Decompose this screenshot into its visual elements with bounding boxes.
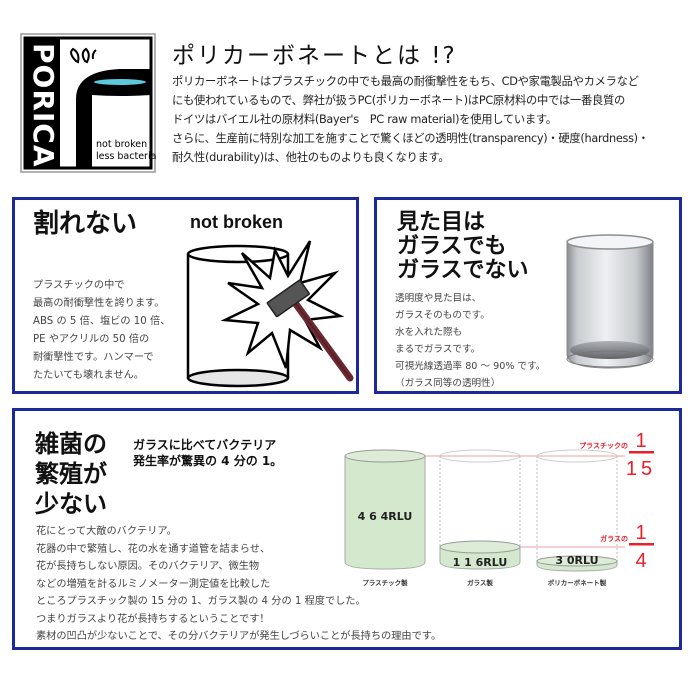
text-line: 花にとって大敵のバクテリア。 bbox=[36, 526, 177, 537]
feature-description: 透明度や見た目は、 ガラスそのものです。 水を入れた際も まるでガラスです。 可… bbox=[395, 290, 545, 392]
bar-category-label: ポリカーボネート製 bbox=[548, 578, 607, 587]
feature-description: プラスチックの中で 最高の耐衝撃性を誇ります。 ABS の 5 倍、塩ビの 10… bbox=[33, 277, 170, 385]
text-line: （ガラス同等の透明性） bbox=[395, 378, 501, 389]
annotation-label: プラスチックの bbox=[579, 441, 628, 450]
bar-value-label: 4 6 4RLU bbox=[358, 510, 413, 523]
intro-line: ポリカーボネートはプラスチックの中でも最高の耐衝撃性をもち、CDや家電製品やカメ… bbox=[172, 75, 639, 88]
text-line: ところプラスチック製の 15 分の 1、ガラス製の 4 分の 1 程度でした。 bbox=[36, 596, 366, 607]
text-line: ABS の 5 倍、塩ビの 10 倍、 bbox=[33, 316, 171, 327]
text-line: 花器の中で繁殖し、花の水を通す道管を詰まらせ、 bbox=[36, 543, 271, 555]
logo-brand-text: PORICA bbox=[27, 43, 60, 168]
feature-box-less-bacteria: 雑菌の 繁殖が 少ない ガラスに比べてバクテリア 発生率が驚異の 4 分の 1。… bbox=[12, 408, 682, 650]
intro-line: さらに、生産前に特別な加工を施すことで驚くほどの透明性(transparency… bbox=[172, 132, 649, 145]
text-line: 透明度や見た目は、 bbox=[395, 293, 482, 304]
feature-subtitle: ガラスに比べてバクテリア 発生率が驚異の 4 分の 1。 bbox=[133, 437, 282, 469]
feature-title: 雑菌の 繁殖が 少ない bbox=[35, 429, 107, 519]
bar-value-label: 1 1 6RLU bbox=[453, 556, 508, 569]
bacteria-rlu-chart: 4 6 4RLU プラスチック製 1 1 6RLU ガラス製 3 0RLU ポリ… bbox=[344, 430, 656, 587]
title-line: 雑菌の bbox=[35, 430, 107, 458]
feature-title: 見た目は ガラスでも ガラスでない bbox=[397, 211, 529, 283]
subtitle-line: ガラスに比べてバクテリア bbox=[133, 438, 277, 452]
fraction-denominator: 4 bbox=[635, 550, 646, 572]
text-line: 花が長持ちしない原因。そのバクテリア、微生物 bbox=[36, 561, 260, 572]
bar-category-label: ガラス製 bbox=[467, 578, 493, 587]
bar-glass: 1 1 6RLU ガラス製 bbox=[439, 449, 521, 587]
text-line: たたいても壊れません。 bbox=[33, 370, 144, 381]
bar-category-label: プラスチック製 bbox=[362, 578, 408, 587]
glass-tumbler-image bbox=[566, 234, 654, 369]
text-line: プラスチックの中で bbox=[33, 280, 125, 291]
annotation-vs-plastic: プラスチックの 1 15 bbox=[579, 430, 656, 480]
annotation-vs-glass: ガラスの 1 4 bbox=[600, 522, 654, 572]
feature-description: 花にとって大敵のバクテリア。 花器の中で繁殖し、花の水を通す道管を詰まらせ、 花… bbox=[36, 523, 441, 646]
intro-line: ドイツはバイエル社の原材料(Bayer's PC raw material)を使… bbox=[172, 113, 557, 126]
fraction-numerator: 1 bbox=[635, 522, 646, 544]
logo-tagline-1: not broken bbox=[96, 139, 147, 150]
annotation-label: ガラスの bbox=[600, 534, 628, 543]
text-line: 可視光線透過率 80 ～ 90% です。 bbox=[395, 361, 546, 372]
title-line: ガラスでも bbox=[397, 234, 507, 259]
intro-paragraph: ポリカーボネートはプラスチックの中でも最高の耐衝撃性をもち、CDや家電製品やカメ… bbox=[172, 72, 692, 167]
feature-title: 割れない bbox=[33, 209, 138, 239]
text-line: 耐衝撃性です。ハンマーで bbox=[33, 352, 154, 363]
hammer-impact-illustration bbox=[186, 240, 354, 388]
feature-box-not-broken: 割れない not broken プラスチックの中で 最高の耐衝撃性を誇ります。 … bbox=[12, 197, 359, 394]
title-line: 繁殖が bbox=[35, 460, 107, 488]
text-line: などの増殖を計るルミノメーター測定値を比較した bbox=[36, 578, 271, 590]
bar-polycarbonate: 3 0RLU ポリカーボネート製 bbox=[536, 449, 618, 587]
title-line: 見た目は bbox=[397, 210, 486, 235]
text-line: ガラスそのものです。 bbox=[395, 310, 490, 321]
logo-tagline-2: less bacteria bbox=[96, 151, 156, 162]
text-line: つまりガラスより花が長持ちするということです！ bbox=[36, 613, 270, 625]
title-line: ガラスでない bbox=[397, 258, 529, 283]
text-line: 素材の凹凸が少ないことで、その分バクテリアが発生しづらいことが長持ちの理由です。 bbox=[36, 631, 442, 642]
title-line: 少ない bbox=[35, 490, 107, 518]
text-line: PE やアクリルの 50 倍の bbox=[33, 334, 150, 345]
text-line: 水を入れた際も bbox=[395, 327, 463, 338]
page-title: ポリカーボネートとは !? bbox=[172, 43, 457, 69]
bar-plastic: 4 6 4RLU プラスチック製 bbox=[344, 449, 426, 587]
text-line: まるでガラスです。 bbox=[395, 344, 481, 355]
intro-line: にも使われているもので、弊社が扱うPC(ポリカーボネート)はPC原材料の中では一… bbox=[172, 94, 625, 107]
intro-line: 耐久性(durability)は、他社のものよりも良くなります。 bbox=[172, 151, 450, 164]
text-line: 最高の耐衝撃性を誇ります。 bbox=[33, 298, 165, 309]
bar-value-label: 3 0RLU bbox=[555, 554, 598, 567]
hammer-icon bbox=[266, 279, 354, 382]
subtitle-line: 発生率が驚異の 4 分の 1。 bbox=[133, 454, 283, 468]
porica-logo: PORICA not broken less bacteria bbox=[20, 33, 156, 173]
fraction-denominator: 15 bbox=[626, 458, 656, 480]
fraction-numerator: 1 bbox=[635, 430, 646, 452]
feature-english-label: not broken bbox=[190, 212, 283, 232]
feature-box-glass-like: 見た目は ガラスでも ガラスでない 透明度や見た目は、 ガラスそのものです。 水… bbox=[374, 197, 682, 394]
